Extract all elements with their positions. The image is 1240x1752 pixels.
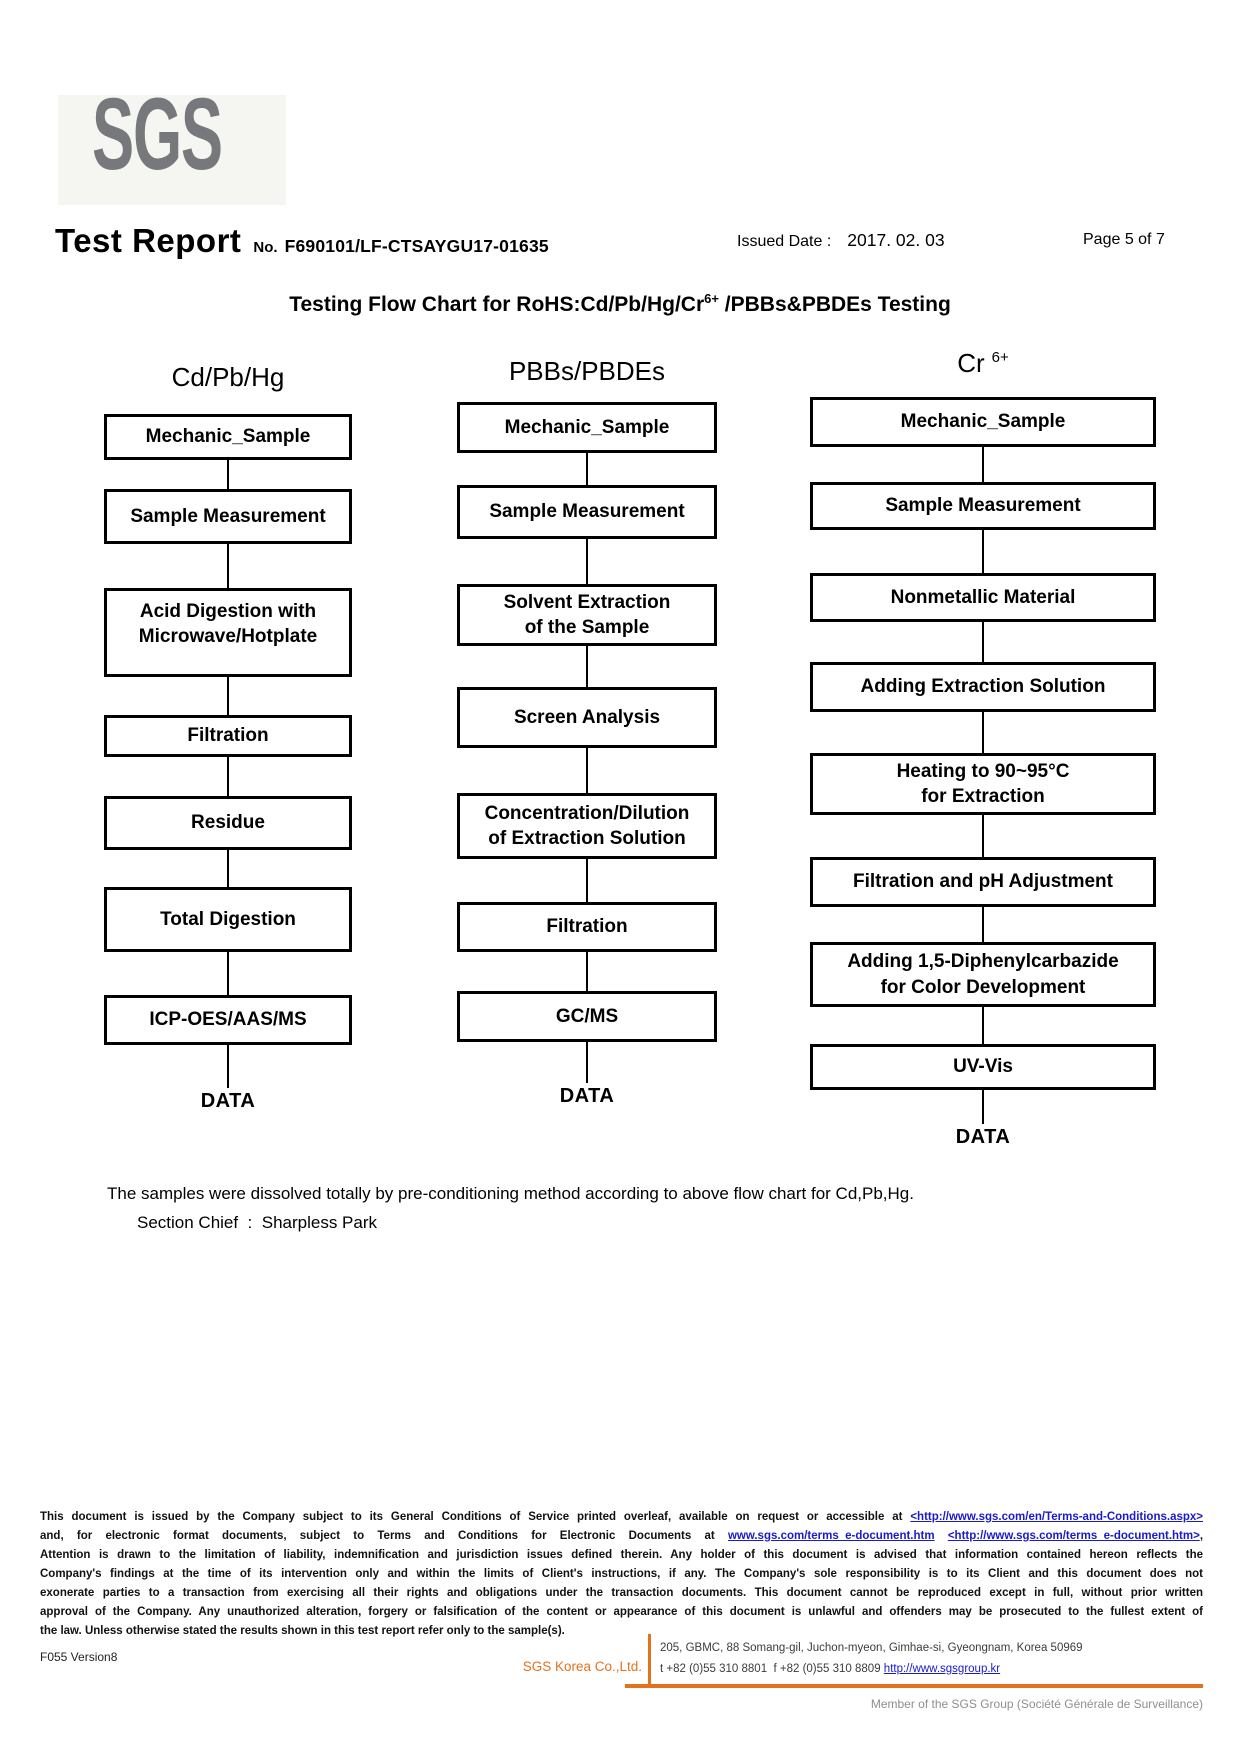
disclaimer-text: ,: [1199, 1530, 1204, 1542]
disclaimer-text: This document is issued by the Company s…: [40, 1511, 911, 1523]
cr-sup-label: 6+: [991, 349, 1009, 367]
flow-box: Residue: [104, 796, 352, 850]
flow-connector: [586, 952, 588, 991]
flow-connector: [982, 1090, 984, 1124]
footer-orange-rule: [625, 1684, 1203, 1688]
footer-member-text: Member of the SGS Group (Société Général…: [870, 1697, 1203, 1711]
flow-box: Mechanic_Sample: [457, 402, 717, 453]
flow-connector: [982, 712, 984, 753]
flow-connector: [227, 1045, 229, 1088]
flow-connector: [982, 530, 984, 573]
issued-date-label: Issued Date :: [737, 233, 832, 250]
flow-terminal-data: DATA: [955, 1126, 1011, 1148]
flow-connector: [227, 677, 229, 715]
flow-box: Filtration: [104, 715, 352, 757]
disclaimer-link[interactable]: <http://www.sgs.com/terms_e-document.htm…: [947, 1530, 1200, 1542]
flow-connector: [586, 748, 588, 793]
flow-box: UV-Vis: [810, 1044, 1156, 1090]
flow-connector: [227, 850, 229, 887]
disclaimer-line: This document is issued by the Company s…: [40, 1508, 1203, 1527]
flow-box: Total Digestion: [104, 887, 352, 952]
flow-connector: [227, 460, 229, 489]
disclaimer-link[interactable]: <http://www.sgs.com/en/Terms-and-Conditi…: [910, 1511, 1203, 1523]
footer-website-link[interactable]: http://www.sgsgroup.kr: [883, 1663, 1001, 1675]
footer-company-name: SGS Korea Co.,Ltd.: [522, 1659, 642, 1674]
flow-box: Mechanic_Sample: [810, 397, 1156, 447]
report-header: Test Report No. F690101/LF-CTSAYGU17-016…: [55, 222, 549, 260]
disclaimer-line: approval of the Company. Any unauthorize…: [40, 1603, 1203, 1622]
flow-box: Sample Measurement: [810, 482, 1156, 530]
flow-connector: [982, 1007, 984, 1044]
flow-box: Sample Measurement: [457, 485, 717, 539]
footer-phone-line: t +82 (0)55 310 8801 f +82 (0)55 310 880…: [660, 1663, 1000, 1675]
disclaimer-text: [935, 1530, 948, 1542]
flow-connector: [586, 539, 588, 584]
flow-box: Mechanic_Sample: [104, 414, 352, 460]
flow-box: Filtration: [457, 902, 717, 952]
disclaimer-text: the law. Unless otherwise stated the res…: [40, 1625, 565, 1637]
column-header-cr6: Cr 6+: [810, 348, 1156, 379]
flow-box: Solvent Extraction of the Sample: [457, 584, 717, 646]
document-title-sup: 6+: [704, 291, 719, 306]
disclaimer-text: approval of the Company. Any unauthorize…: [40, 1606, 1203, 1618]
disclaimer-text: and, for electronic format documents, su…: [40, 1530, 728, 1542]
form-version: F055 Version8: [40, 1650, 118, 1664]
disclaimer-text: Attention is drawn to the limitation of …: [40, 1549, 1203, 1561]
report-number: F690101/LF-CTSAYGU17-01635: [284, 236, 549, 256]
disclaimer-line: the law. Unless otherwise stated the res…: [40, 1622, 1203, 1641]
flow-connector: [227, 544, 229, 588]
flow-connector: [227, 952, 229, 995]
sgs-logo-text: SGS: [92, 95, 223, 191]
disclaimer-line: Attention is drawn to the limitation of …: [40, 1546, 1203, 1565]
flow-connector: [982, 815, 984, 857]
flow-box: Nonmetallic Material: [810, 573, 1156, 622]
document-title: Testing Flow Chart for RoHS:Cd/Pb/Hg/Cr6…: [0, 291, 1240, 317]
flow-connector: [586, 1042, 588, 1083]
disclaimer-lines: This document is issued by the Company s…: [40, 1508, 1203, 1641]
column-header-pbbs-pbdes: PBBs/PBDEs: [508, 356, 666, 386]
flow-box: Heating to 90~95°C for Extraction: [810, 753, 1156, 815]
disclaimer-link[interactable]: www.sgs.com/terms_e-document.htm: [727, 1530, 935, 1542]
note-preconditioning: The samples were dissolved totally by pr…: [107, 1184, 914, 1203]
document-title-post: /PBBs&PBDEs Testing: [718, 293, 951, 316]
flow-box: Concentration/Dilution of Extraction Sol…: [457, 793, 717, 859]
issued-date-value: 2017. 02. 03: [847, 230, 945, 250]
footer-address: 205, GBMC, 88 Somang-gil, Juchon-myeon, …: [660, 1642, 1083, 1654]
document-title-pre: Testing Flow Chart for RoHS:Cd/Pb/Hg/Cr: [289, 293, 705, 316]
flow-connector: [982, 447, 984, 482]
flow-connector: [586, 646, 588, 687]
flow-connector: [586, 859, 588, 902]
disclaimer-text: exonerate parties to a transaction from …: [40, 1587, 1203, 1599]
note-section-chief: Section Chief : Sharpless Park: [137, 1213, 378, 1232]
footer-phone-numbers: t +82 (0)55 310 8801 f +82 (0)55 310 880…: [660, 1663, 884, 1675]
report-no-label: No.: [253, 239, 278, 256]
report-title: Test Report: [55, 222, 242, 259]
flow-box: Sample Measurement: [104, 489, 352, 544]
flow-connector: [227, 757, 229, 796]
flow-terminal-data: DATA: [559, 1085, 615, 1107]
flow-box: ICP-OES/AAS/MS: [104, 995, 352, 1045]
flow-box: Filtration and pH Adjustment: [810, 857, 1156, 907]
page-number: Page 5 of 7: [1083, 231, 1165, 248]
flow-connector: [586, 453, 588, 485]
flow-box: GC/MS: [457, 991, 717, 1042]
flow-box: Acid Digestion with Microwave/Hotplate: [104, 588, 352, 677]
sgs-logo: SGS: [58, 95, 286, 205]
flow-box: Adding Extraction Solution: [810, 662, 1156, 712]
flow-box: Screen Analysis: [457, 687, 717, 748]
flow-terminal-data: DATA: [200, 1090, 256, 1112]
column-header-cd-pb-hg: Cd/Pb/Hg: [171, 362, 285, 392]
cr-label: Cr: [957, 348, 985, 378]
disclaimer-text: Company's findings at the time of its in…: [40, 1568, 1203, 1580]
flow-box: Adding 1,5-Diphenylcarbazide for Color D…: [810, 942, 1156, 1007]
flow-connector: [982, 622, 984, 662]
disclaimer-line: exonerate parties to a transaction from …: [40, 1584, 1203, 1603]
issued-date-line: Issued Date : 2017. 02. 03: [737, 230, 945, 251]
disclaimer-line: and, for electronic format documents, su…: [40, 1527, 1203, 1546]
flow-connector: [982, 907, 984, 942]
footer-vertical-divider: [648, 1634, 651, 1686]
disclaimer-line: Company's findings at the time of its in…: [40, 1565, 1203, 1584]
